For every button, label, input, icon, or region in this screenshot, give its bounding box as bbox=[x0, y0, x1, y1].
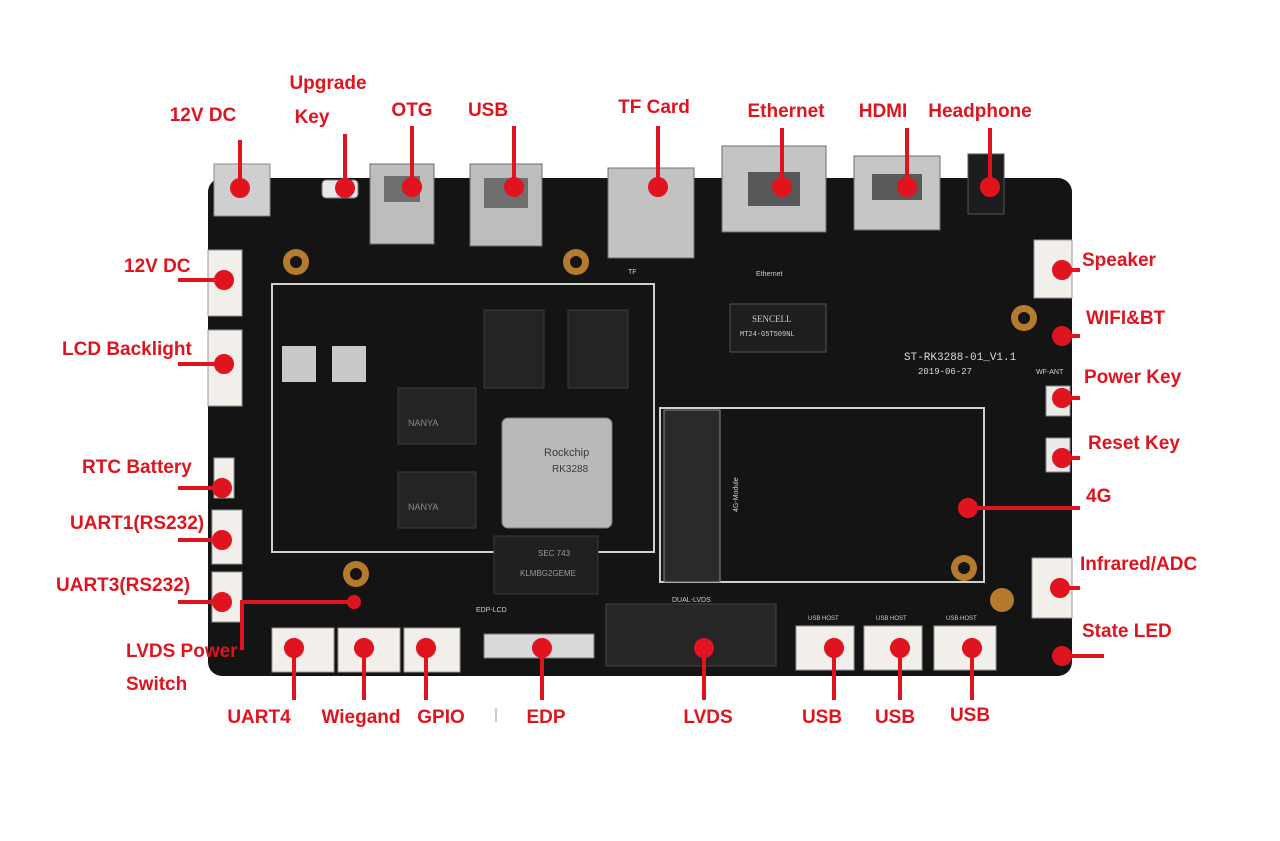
lan-transformer bbox=[729, 303, 827, 353]
ram-chip bbox=[567, 309, 629, 389]
board-model-text: ST-RK3288-01_V1.1 bbox=[904, 352, 1017, 364]
callout-dot bbox=[897, 177, 917, 197]
inductor bbox=[282, 346, 316, 382]
silk-usb-host: USB HOST bbox=[946, 616, 977, 622]
lan-model-text: MT24-G5T509NL bbox=[740, 331, 795, 339]
label-lcd-backlight: LCD Backlight bbox=[62, 339, 192, 360]
callout-dot bbox=[212, 530, 232, 550]
emmc-bottom-text: KLMBG2GEME bbox=[520, 569, 576, 578]
callout-dot bbox=[1052, 448, 1072, 468]
callout-dot bbox=[648, 177, 668, 197]
silk-usb-host: USB HOST bbox=[876, 616, 907, 622]
callout-dot bbox=[772, 177, 792, 197]
mini-pcie-slot bbox=[663, 409, 721, 583]
silk-dual-lvds: DUAL-LVDS bbox=[672, 597, 711, 604]
lcd-backlight-connector bbox=[207, 329, 243, 407]
label-ethernet: Ethernet bbox=[747, 101, 825, 122]
ram-chip bbox=[397, 387, 477, 445]
label-wiegand: Wiegand bbox=[321, 707, 401, 728]
callout-dot bbox=[212, 478, 232, 498]
label-uart1: UART1(RS232) bbox=[70, 513, 205, 534]
label-reset-key: Reset Key bbox=[1088, 433, 1180, 454]
label-lvds-power-line2: Switch bbox=[126, 674, 188, 695]
callout-line bbox=[240, 600, 354, 650]
callout-dot bbox=[824, 638, 844, 658]
label-headphone: Headphone bbox=[928, 101, 1032, 122]
mem-brand-text: NANYA bbox=[408, 418, 438, 428]
callout-dot bbox=[980, 177, 1000, 197]
callout-dot bbox=[354, 638, 374, 658]
emmc-top-text: SEC 743 bbox=[538, 549, 571, 558]
label-edp: EDP bbox=[526, 707, 566, 728]
silk-4g: 4G-Module bbox=[733, 477, 740, 512]
callout-dot bbox=[1052, 326, 1072, 346]
label-upgrade-key-line2: Key bbox=[294, 107, 330, 128]
callout-dot bbox=[958, 498, 978, 518]
label-rtc-battery: RTC Battery bbox=[82, 457, 192, 478]
label-hdmi: HDMI bbox=[858, 101, 908, 122]
label-power-key: Power Key bbox=[1084, 367, 1182, 388]
label-usb-bottom-3: USB bbox=[949, 705, 991, 726]
soc-model-text: RK3288 bbox=[552, 464, 589, 475]
callout-dot bbox=[402, 177, 422, 197]
callout-dot bbox=[335, 178, 355, 198]
callout-dot bbox=[416, 638, 436, 658]
callout-dot bbox=[1052, 260, 1072, 280]
ram-chip bbox=[397, 471, 477, 529]
callout-dot bbox=[230, 178, 250, 198]
silk-ethernet: Ethernet bbox=[756, 271, 783, 278]
callout-dot bbox=[214, 354, 234, 374]
label-uart3: UART3(RS232) bbox=[56, 575, 191, 596]
label-usb-bottom-2: USB bbox=[874, 707, 916, 728]
callouts bbox=[178, 126, 1104, 700]
callout-dot bbox=[1050, 578, 1070, 598]
callout-dot bbox=[212, 592, 232, 612]
soc-chip bbox=[501, 417, 613, 529]
ram-chip bbox=[483, 309, 545, 389]
lan-brand-text: SENCELL bbox=[752, 314, 792, 324]
silk-wf: WF-ANT bbox=[1036, 369, 1064, 376]
mount-hole bbox=[990, 588, 1014, 612]
label-wifi-bt: WIFI&BT bbox=[1086, 308, 1166, 329]
callout-dot bbox=[284, 638, 304, 658]
silk-edp: EDP-LCD bbox=[476, 607, 507, 614]
callout-dot bbox=[504, 177, 524, 197]
label-uart4: UART4 bbox=[227, 707, 291, 728]
label-speaker: Speaker bbox=[1082, 250, 1156, 271]
label-usb-bottom-1: USB bbox=[801, 707, 843, 728]
lvds-header bbox=[605, 603, 777, 667]
callout-dot bbox=[694, 638, 714, 658]
callout-dot bbox=[1052, 388, 1072, 408]
mem-brand-text: NANYA bbox=[408, 502, 438, 512]
silk-tf: TF bbox=[628, 269, 637, 276]
callout-dot bbox=[214, 270, 234, 290]
label-4g: 4G bbox=[1086, 486, 1112, 507]
label-lvds: LVDS bbox=[683, 707, 733, 728]
label-infrared-adc: Infrared/ADC bbox=[1080, 554, 1198, 575]
callout-dot bbox=[890, 638, 910, 658]
label-state-led: State LED bbox=[1082, 621, 1172, 642]
pcb-inner-region bbox=[271, 283, 655, 553]
label-otg: OTG bbox=[391, 100, 433, 121]
label-usb-top: USB bbox=[467, 100, 509, 121]
label-tf-card: TF Card bbox=[618, 97, 690, 118]
callout-dot bbox=[347, 595, 361, 609]
label-upgrade-key-line1: Upgrade bbox=[289, 73, 367, 94]
4g-module-area bbox=[659, 407, 985, 583]
label-12v-dc-top: 12V DC bbox=[169, 105, 237, 126]
label-lvds-power-line1: LVDS Power bbox=[126, 641, 238, 662]
label-12v-dc-left: 12V DC bbox=[124, 256, 191, 277]
emmc-chip bbox=[493, 535, 599, 595]
callout-dot bbox=[962, 638, 982, 658]
board-date-text: 2019-06-27 bbox=[918, 367, 972, 377]
silk-usb-host: USB HOST bbox=[808, 616, 839, 622]
callout-dot bbox=[532, 638, 552, 658]
inductor bbox=[332, 346, 366, 382]
soc-brand-text: Rockchip bbox=[544, 447, 589, 459]
label-gpio: GPIO bbox=[417, 707, 465, 728]
callout-dot bbox=[1052, 646, 1072, 666]
